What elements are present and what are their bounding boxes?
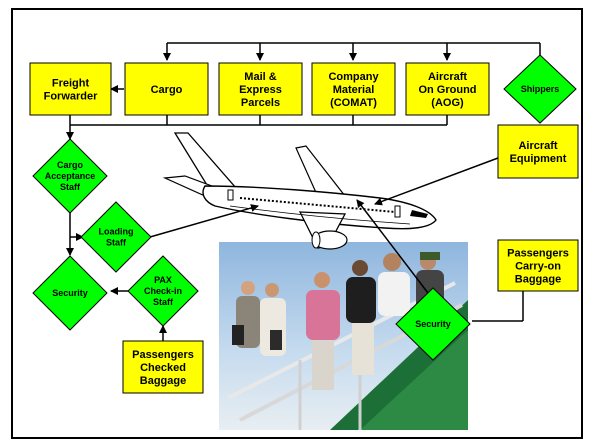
node-shippers-label: Shippers [521,84,560,94]
node-security-right: Security [395,287,471,361]
label-line: Staff [106,238,127,248]
node-shippers: Shippers [503,54,577,124]
label-line: Baggage [140,375,186,387]
label-line: Cargo [57,160,84,170]
label-line: Freight [52,77,90,89]
label-line: Shippers [521,84,560,94]
node-security-right-label: Security [415,319,451,329]
label-line: Staff [153,297,174,307]
label-line: Check-in [144,286,182,296]
label-line: On Ground [418,84,476,96]
label-line: Parcels [241,97,280,109]
label-line: Staff [60,182,81,192]
node-cargo: Cargo [124,62,209,116]
label-line: Mail & [244,71,276,83]
label-line: Passengers [507,247,569,259]
label-line: Security [415,319,451,329]
label-line: PAX [154,275,172,285]
passengers-boarding-photo [219,242,468,430]
label-line: Express [239,84,282,96]
label-line: Aircraft [428,71,467,83]
label-line: Forwarder [44,90,99,102]
label-line: (AOG) [431,97,464,109]
airplane-illustration [162,132,437,250]
label-line: Passengers [132,349,194,361]
label-line: Checked [140,362,186,374]
node-cargo-label: Cargo [151,84,183,96]
label-line: (COMAT) [330,97,377,109]
label-line: Carry-on [515,260,561,272]
label-line: Acceptance [45,171,96,181]
label-line: Loading [99,227,134,237]
label-line: Security [52,288,88,298]
label-line: Baggage [515,273,561,285]
label-line: Material [333,84,375,96]
node-security-left-label: Security [52,288,88,298]
label-line: Equipment [510,153,567,165]
node-security-left: Security [32,255,108,331]
connector-lines [66,42,541,341]
label-line: Aircraft [518,140,557,152]
label-line: Cargo [151,84,183,96]
label-line: Company [328,71,379,83]
